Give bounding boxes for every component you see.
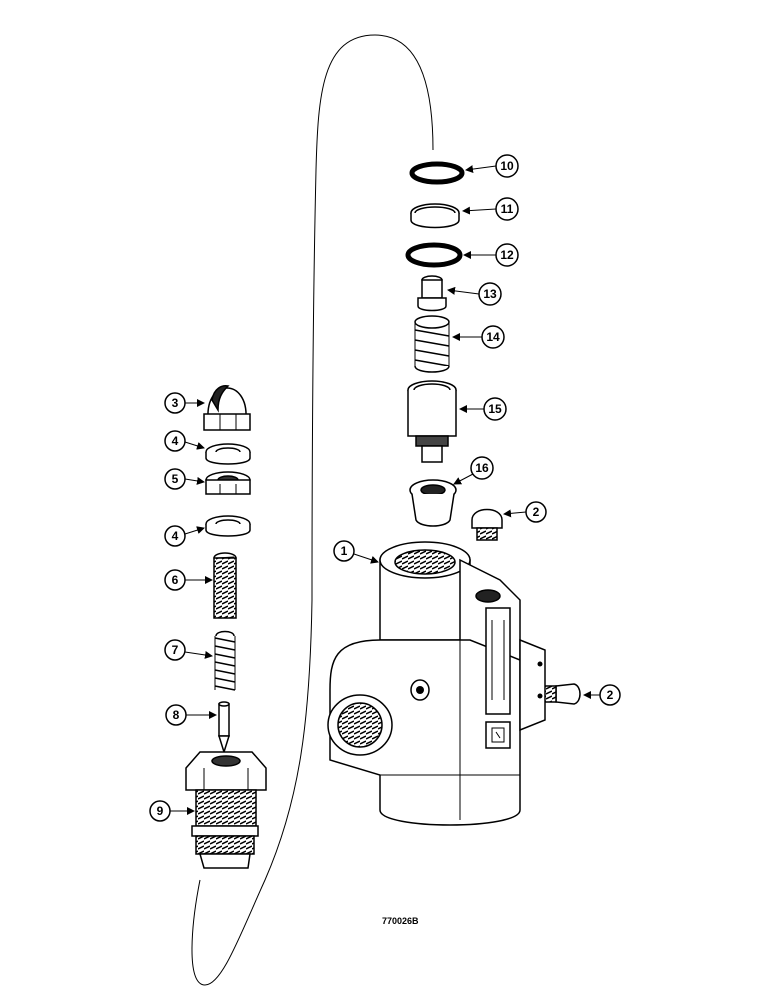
part-backup-ring [410, 203, 460, 229]
svg-text:4: 4 [172, 529, 179, 543]
part-o-ring-middle [405, 242, 463, 268]
svg-text:3: 3 [172, 396, 179, 410]
svg-text:6: 6 [172, 573, 179, 587]
svg-text:2: 2 [533, 505, 540, 519]
callout-14: 14 [452, 325, 505, 349]
svg-text:8: 8 [173, 708, 180, 722]
callout-5: 5 [164, 468, 205, 490]
svg-text:16: 16 [475, 461, 489, 475]
svg-text:15: 15 [488, 402, 502, 416]
callout-2-top: 2 [503, 501, 547, 523]
part-plug-side [539, 683, 581, 705]
part-o-ring-top [409, 161, 465, 185]
part-adjusting-screw [213, 552, 237, 619]
callout-12: 12 [463, 243, 519, 267]
part-poppet-pin [217, 701, 231, 755]
part-seat-bushing [409, 479, 457, 527]
figure-number: 770026B [382, 916, 419, 926]
callout-9: 9 [149, 800, 195, 822]
callout-15: 15 [459, 397, 507, 421]
svg-text:10: 10 [500, 159, 514, 173]
callout-16: 16 [453, 456, 494, 485]
callout-11: 11 [462, 197, 519, 221]
callout-6: 6 [164, 569, 213, 591]
part-hex-nut [205, 471, 251, 495]
part-spring-small [214, 630, 236, 691]
part-acorn-nut [203, 385, 251, 431]
callout-2-side: 2 [583, 684, 621, 706]
callout-13: 13 [447, 282, 502, 306]
part-washer-upper [205, 443, 251, 465]
part-spring-large [414, 315, 450, 373]
callout-3: 3 [164, 392, 205, 414]
part-poppet-cup [407, 380, 457, 463]
part-relief-seat [185, 751, 267, 869]
callout-1: 1 [333, 540, 379, 564]
svg-text:13: 13 [483, 287, 497, 301]
valve-body [327, 541, 546, 826]
part-plug-top [471, 508, 503, 541]
svg-text:5: 5 [172, 472, 179, 486]
callout-7: 7 [164, 639, 213, 661]
callout-4-upper: 4 [164, 430, 205, 452]
svg-text:1: 1 [341, 544, 348, 558]
callout-8: 8 [165, 704, 217, 726]
part-washer-lower [205, 515, 251, 537]
svg-text:7: 7 [172, 643, 179, 657]
svg-text:12: 12 [500, 248, 514, 262]
callout-10: 10 [465, 154, 519, 178]
svg-text:4: 4 [172, 434, 179, 448]
assembly-line [191, 34, 434, 986]
svg-text:9: 9 [157, 804, 164, 818]
part-plunger [417, 275, 447, 312]
svg-text:2: 2 [607, 688, 614, 702]
callout-4-lower: 4 [164, 525, 205, 547]
svg-text:14: 14 [486, 330, 500, 344]
svg-text:11: 11 [501, 202, 514, 216]
